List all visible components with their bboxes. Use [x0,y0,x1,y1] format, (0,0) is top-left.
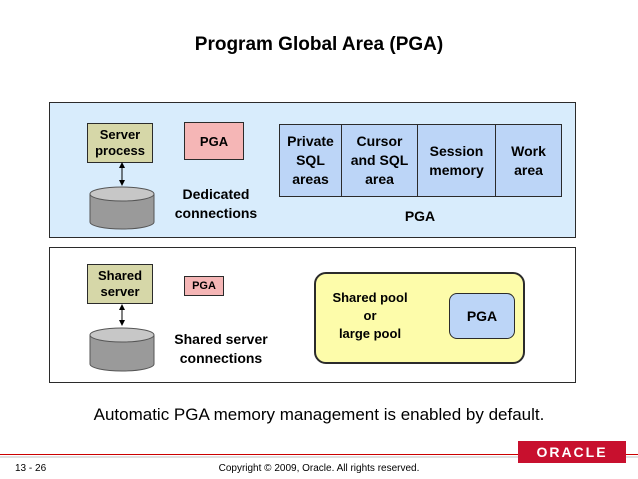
footer-divider-shadow [0,456,638,458]
dedicated-pga-box: PGA [184,122,244,160]
shared-arrow-head-up [119,304,125,310]
footer-divider [0,454,638,455]
shared-connection-diagram [89,304,155,372]
shared-server-connections-label: Shared server connections [159,330,283,368]
cursor-line1: Cursor [356,133,403,149]
shared-pool-pga-box: PGA [449,293,515,339]
session-memory-cell: Session memory [418,125,496,196]
server-process-label-line1: Server [99,127,141,142]
server-process-label-line2: process [95,143,145,158]
shared-server-label-line1: Shared [97,268,143,283]
work-line2: area [514,161,543,178]
shared-label-line1: Shared server [174,331,268,347]
pool-line2: or [363,308,377,323]
page-title: Program Global Area (PGA) [194,34,444,55]
shared-server-box: Shared server [87,264,153,304]
shared-label-line2: connections [179,350,263,366]
dedicated-pga-caption: PGA [404,208,436,224]
shared-pool-label: Shared pool or large pool [314,289,426,343]
cursor-line3: area [365,171,394,187]
dedicated-label-line1: Dedicated [182,186,250,202]
session-line2: memory [429,161,484,178]
automatic-pga-note: Automatic PGA memory management is enabl… [93,405,545,424]
pool-line3: large pool [338,326,402,341]
cursor-line2: and SQL [350,152,409,168]
dedicated-label-line2: connections [174,205,258,221]
oracle-logo: ORACLE [518,441,626,463]
shared-server-label-line2: server [100,284,140,299]
arrow-head-down [119,180,125,186]
shared-database-icon [89,327,155,372]
dedicated-connection-diagram [89,162,155,230]
shared-pga-box: PGA [184,276,224,296]
private-sql-areas-cell: Private SQL areas [280,125,342,196]
slide-number: 13 - 26 [15,463,47,474]
shared-arrow-head-down [119,320,125,326]
cursor-sql-area-cell: Cursor and SQL area [342,125,418,196]
copyright-text: Copyright © 2009, Oracle. All rights res… [218,463,420,474]
pga-components-row: Private SQL areas Cursor and SQL area Se… [279,124,562,197]
private-line2: SQL [296,152,325,168]
private-line3: areas [292,171,329,187]
work-line1: Work [511,142,546,159]
work-area-cell: Work area [496,125,561,196]
private-line1: Private [287,133,334,149]
pool-line1: Shared pool [332,290,408,305]
dedicated-connections-label: Dedicated connections [166,185,266,223]
arrow-head-up [119,162,125,168]
database-icon [89,186,155,230]
session-line1: Session [429,142,484,159]
server-process-box: Server process [87,123,153,163]
